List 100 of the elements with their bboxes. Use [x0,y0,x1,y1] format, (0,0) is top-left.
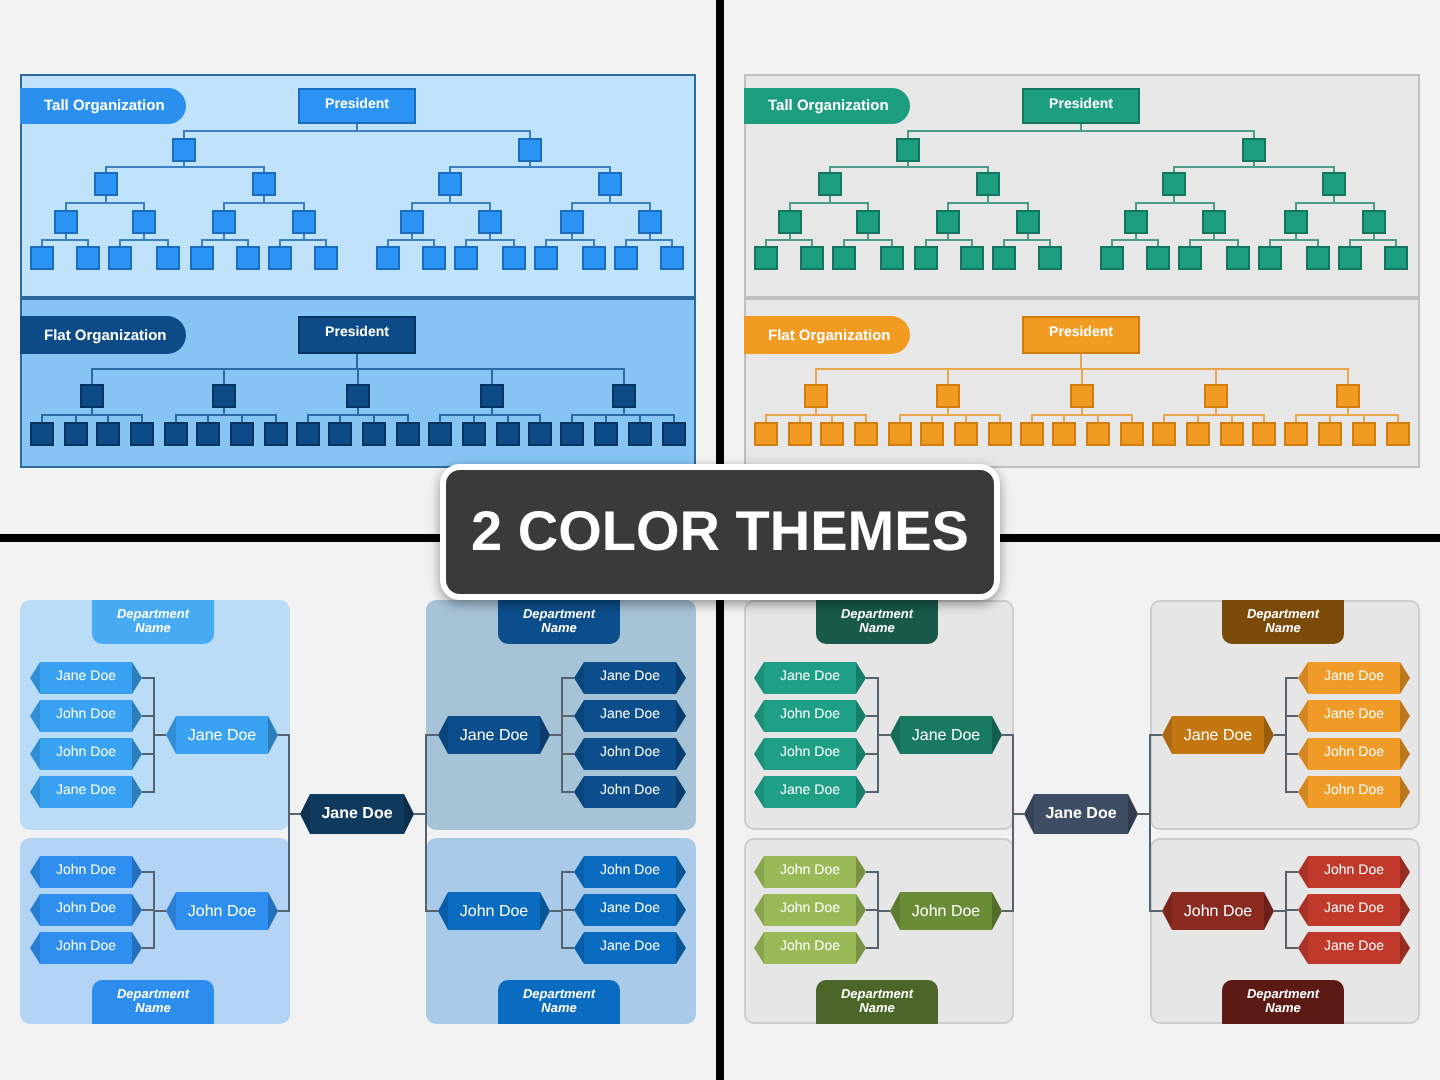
position-box [778,210,802,234]
position-box [1086,422,1110,446]
position-box [130,422,154,446]
connector-line [1253,161,1335,173]
position-box [1386,422,1410,446]
position-box [1284,210,1308,234]
head-name-tag: Jane Doe [1024,794,1138,834]
position-box [94,172,118,196]
position-box [196,422,220,446]
position-box [362,422,386,446]
connector-line [223,233,249,247]
position-box [132,210,156,234]
manager-name-tag: John Doe [166,892,278,930]
position-box [820,422,844,446]
position-box [1070,384,1094,408]
connector-line [279,233,305,247]
position-box [1338,246,1362,270]
position-box [800,246,824,270]
position-box [598,172,622,196]
position-box [438,172,462,196]
position-box [212,210,236,234]
connector-line [1347,407,1399,423]
position-box [30,422,54,446]
connector-line [91,407,143,423]
connector-line [1333,195,1375,211]
org-band [744,74,1420,298]
manager-name-tag: Jane Doe [1162,716,1274,754]
position-box [1120,422,1144,446]
position-box [496,422,520,446]
position-box [560,422,584,446]
position-box [190,246,214,270]
connector-line [1273,910,1299,949]
department-panel [744,838,1014,1024]
connector-line [1080,123,1255,139]
position-box [880,246,904,270]
position-box [954,422,978,446]
connector-line [1080,353,1349,385]
connector-line [223,407,277,423]
connector-line [1295,233,1319,247]
connector-line [356,123,531,139]
position-box [292,210,316,234]
position-box [96,422,120,446]
connector-line [865,734,891,793]
position-box [480,384,504,408]
connector-line [623,407,675,423]
position-box [518,138,542,162]
connector-line [609,195,651,211]
connector-line [1215,407,1265,423]
connector-line [489,233,515,247]
connector-line [1027,233,1051,247]
connector-line [143,233,169,247]
position-box [1202,210,1226,234]
connector-line [491,407,541,423]
position-box [1204,384,1228,408]
position-box [1162,172,1186,196]
connector-line [815,407,867,423]
position-box [534,246,558,270]
position-box [612,384,636,408]
position-box [1146,246,1170,270]
connector-line [549,910,575,949]
connector-line [387,233,413,247]
position-box [582,246,606,270]
connector-line [1213,233,1239,247]
position-box [754,246,778,270]
department-panel [1150,838,1420,1024]
position-box [264,422,288,446]
connector-line [65,233,89,247]
title-badge: 2 COLOR THEMES [440,464,1000,600]
position-box [754,422,778,446]
org-band [20,298,696,468]
connector-line [303,233,327,247]
position-box [1152,422,1176,446]
connector-line [105,161,185,173]
position-box [818,172,842,196]
position-box [1020,422,1044,446]
manager-name-tag: Jane Doe [890,716,1002,754]
position-box [788,422,812,446]
position-box [960,246,984,270]
connector-line [549,734,575,793]
connector-line [449,161,531,173]
connector-line [865,910,891,949]
position-box [502,246,526,270]
position-box [662,422,686,446]
connector-line [947,407,1001,423]
position-box [1322,172,1346,196]
connector-line [1189,233,1215,247]
position-box [1038,246,1062,270]
position-box [976,172,1000,196]
connector-line [867,233,893,247]
position-box [1124,210,1148,234]
position-box [164,422,188,446]
position-box [428,422,452,446]
position-box [80,384,104,408]
connector-line [41,233,67,247]
connector-line [183,161,265,173]
position-box [804,384,828,408]
connector-line [263,195,305,211]
manager-name-tag: Jane Doe [166,716,278,754]
connector-line [545,233,573,247]
position-box [1252,422,1276,446]
